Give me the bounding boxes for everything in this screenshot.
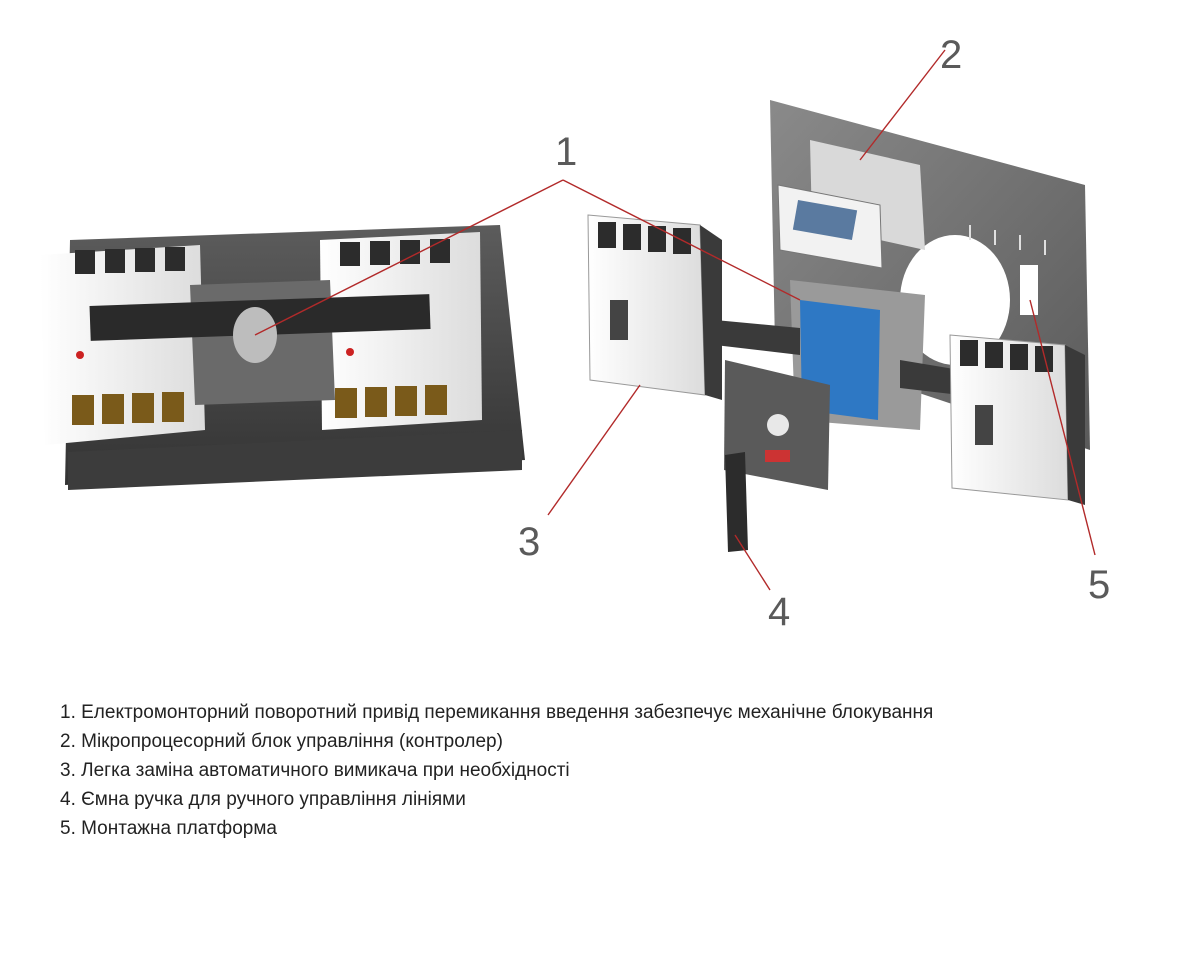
leader-line-2 — [859, 49, 946, 161]
callout-5: 5 — [1088, 563, 1110, 607]
legend-item-1: 1. Електромонторний поворотний привід пе… — [60, 702, 934, 723]
controller-unit-illustration — [777, 140, 925, 269]
callout-3: 3 — [518, 520, 540, 564]
callout-1: 1 — [555, 130, 577, 174]
legend-item-4: 4. Ємна ручка для ручного управління лін… — [60, 789, 466, 810]
leader-line-1b — [562, 179, 801, 301]
callout-4: 4 — [768, 590, 790, 634]
legend-item-3: 3. Легка заміна автоматичного вимикача п… — [60, 760, 570, 781]
assembled-switch-illustration — [40, 225, 525, 490]
leader-line-4 — [734, 534, 771, 591]
manual-handle-illustration — [724, 360, 830, 552]
circuit-breaker-right-illustration — [949, 334, 1085, 505]
circuit-breaker-illustration — [587, 214, 722, 400]
legend-item-5: 5. Монтажна платформа — [60, 818, 277, 839]
ats-exploded-diagram: 1 2 3 4 5 — [40, 33, 1110, 634]
leader-line-5 — [1029, 299, 1096, 556]
leader-line-3 — [547, 384, 641, 516]
leader-line-1a — [254, 179, 564, 336]
component-legend: 1. Електромонторний поворотний привід пе… — [60, 700, 933, 845]
leader-lines — [254, 49, 1096, 591]
legend-item-2: 2. Мікропроцесорний блок управління (кон… — [60, 731, 503, 752]
callout-2: 2 — [940, 33, 962, 77]
